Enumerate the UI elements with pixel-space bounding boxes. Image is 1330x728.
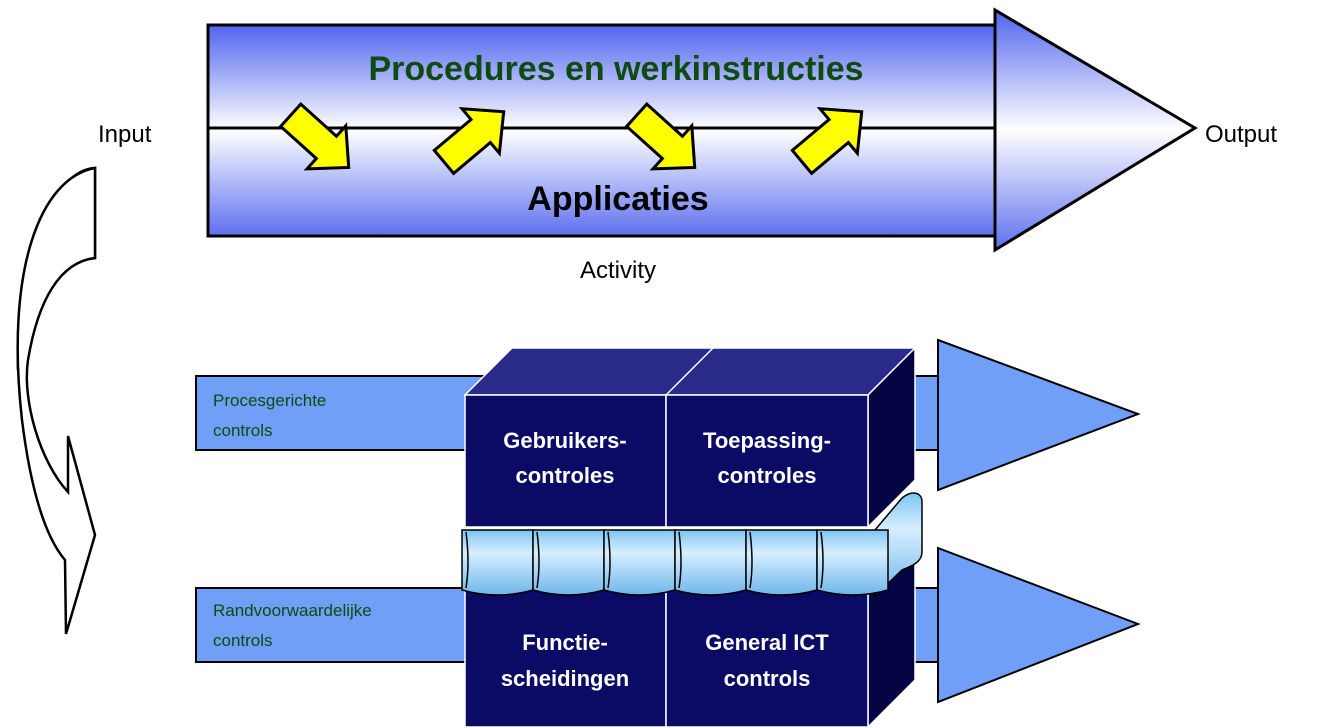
general-ict-controls-block — [665, 587, 869, 728]
loop-arrow-body — [16, 166, 97, 635]
step-arrow-3 — [624, 101, 697, 171]
general-ict-line1: General ICT — [705, 630, 829, 655]
database-cylinder-row — [461, 492, 923, 598]
segregation-line2: scheidingen — [501, 666, 629, 691]
database-cylinder-rim — [607, 531, 611, 589]
boundary-controls-band-head — [937, 546, 1141, 704]
step-arrows — [278, 101, 864, 176]
process-arrow-body — [206, 23, 997, 238]
step-arrow-4 — [790, 107, 864, 176]
process-bottom-title: Applicaties — [527, 180, 708, 218]
step-arrow-2 — [432, 107, 506, 176]
upper-control-blocks — [463, 346, 917, 529]
segregation-of-duties-block — [464, 587, 667, 728]
database-cylinder-rim — [749, 531, 753, 589]
database-cylinder-segment — [745, 529, 818, 596]
database-cylinder-rim — [465, 531, 469, 589]
input-label: Input — [98, 121, 152, 148]
user-controls-line2: controles — [515, 463, 614, 488]
application-controls-block — [665, 394, 869, 528]
process-arrow-head — [993, 7, 1198, 253]
general-ict-line2: controls — [724, 666, 811, 691]
database-cylinder-segment — [674, 529, 747, 596]
database-cylinder-segment — [461, 529, 534, 596]
database-cylinder-segment — [816, 529, 889, 596]
feedback-loop-arrow — [16, 166, 97, 635]
application-controls-line1: Toepassing- — [703, 428, 831, 453]
segregation-line1: Functie- — [522, 630, 608, 655]
step-arrow-1 — [278, 101, 351, 171]
application-controls-line2: controles — [717, 463, 816, 488]
boundary-controls-label-line1: Randvoorwaardelijke — [213, 601, 372, 620]
user-controls-block — [464, 394, 667, 528]
database-cylinder-rim — [678, 531, 682, 589]
process-controls-band-head — [937, 338, 1141, 492]
database-cylinder-rim — [536, 531, 540, 589]
process-controls-label-line2: controls — [213, 421, 273, 440]
boundary-controls-label-line2: controls — [213, 631, 273, 650]
activity-label: Activity — [580, 257, 656, 284]
user-controls-line1: Gebruikers- — [503, 428, 627, 453]
process-top-title: Procedures en werkinstructies — [368, 50, 863, 88]
database-cylinder-rim — [820, 531, 824, 589]
output-label: Output — [1205, 121, 1277, 148]
database-cylinder-segment — [603, 529, 676, 596]
database-cylinder-segment — [532, 529, 605, 596]
process-arrow — [206, 7, 1198, 253]
process-controls-label-line1: Procesgerichte — [213, 391, 326, 410]
